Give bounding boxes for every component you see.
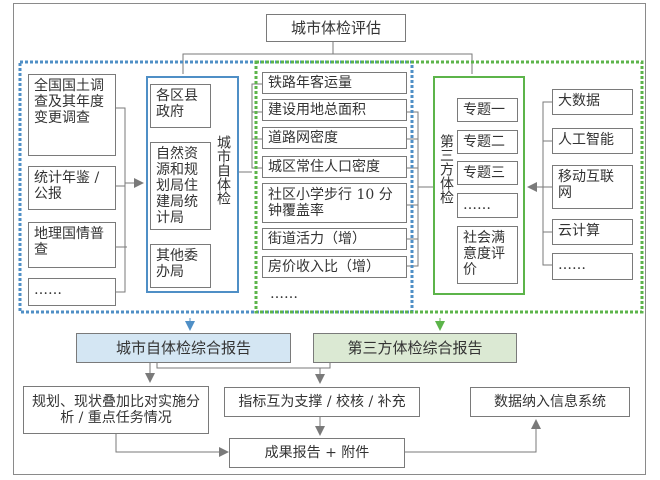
third-party-label: 第三方体检 [438, 134, 454, 204]
self-check-org: 其他委办局 [150, 244, 211, 288]
outer-frame [13, 3, 646, 475]
indicator-item: 街道活力（增） [262, 228, 407, 250]
indicator-item: 建设用地总面积 [262, 99, 407, 121]
mutual-support-box: 指标互为支撑 / 校核 / 补充 [224, 387, 420, 417]
tech-item: …… [552, 253, 633, 280]
third-party-report: 第三方体检综合报告 [313, 333, 517, 363]
topic-item: 社会满意度评价 [457, 226, 518, 284]
indicator-item: …… [270, 286, 298, 302]
indicator-item: 道路网密度 [262, 127, 407, 149]
source-item: 统计年鉴 / 公报 [28, 166, 116, 210]
result-report-box: 成果报告 + 附件 [229, 438, 405, 468]
indicator-item: 房价收入比（增） [262, 256, 407, 278]
source-item: 地理国情普查 [28, 222, 116, 268]
self-check-group [146, 76, 239, 293]
third-party-group [433, 76, 525, 295]
topic-item: 专题二 [457, 130, 518, 154]
tech-item: 云计算 [552, 219, 633, 245]
self-check-label: 城市自体检 [215, 135, 231, 205]
data-system-box: 数据纳入信息系统 [470, 387, 630, 417]
tech-item: 移动互联网 [552, 165, 633, 209]
self-check-org: 自然资源和规划局住建局统计局 [150, 142, 211, 230]
indicator-item: 城区常住人口密度 [262, 156, 407, 178]
tech-item: 大数据 [552, 89, 633, 115]
self-check-report: 城市自体检综合报告 [76, 333, 291, 363]
indicator-item: 铁路年客运量 [262, 72, 407, 94]
title-box: 城市体检评估 [266, 14, 406, 42]
topic-item: …… [457, 193, 518, 218]
indicator-item: 社区小学步行 10 分钟覆盖率 [262, 183, 407, 223]
self-check-org: 各区县政府 [150, 84, 211, 128]
tech-item: 人工智能 [552, 128, 633, 154]
topic-item: 专题一 [457, 98, 518, 122]
topic-item: 专题三 [457, 161, 518, 185]
planning-analysis-box: 规划、现状叠加比对实施分析 / 重点任务情况 [23, 386, 209, 434]
source-item: 全国国土调查及其年度变更调查 [28, 74, 116, 156]
source-item: …… [28, 278, 116, 306]
